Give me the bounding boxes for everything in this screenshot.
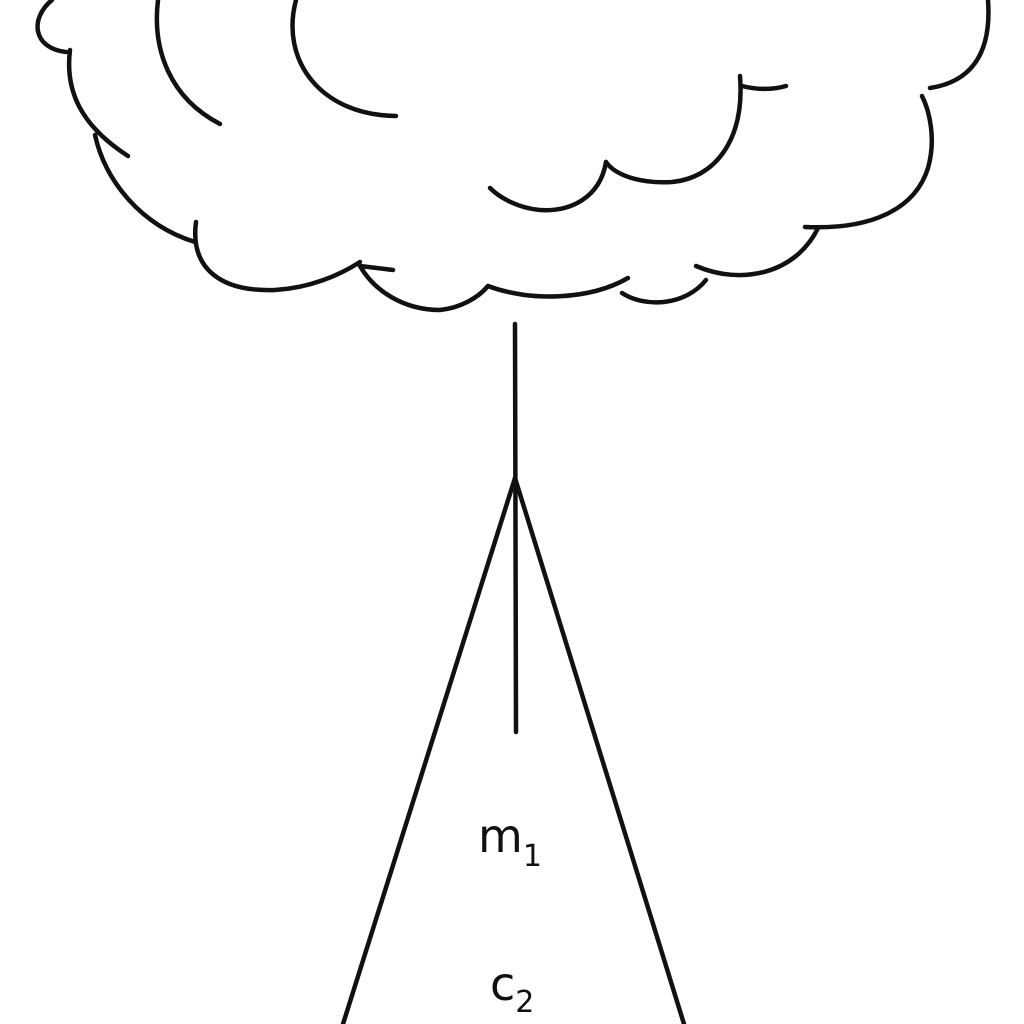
cone-shape	[340, 475, 687, 1024]
label-m1: m1	[478, 809, 542, 874]
cloud-shape	[35, 0, 991, 313]
vertical-line	[512, 321, 519, 735]
label-c2: c2	[490, 957, 534, 1020]
